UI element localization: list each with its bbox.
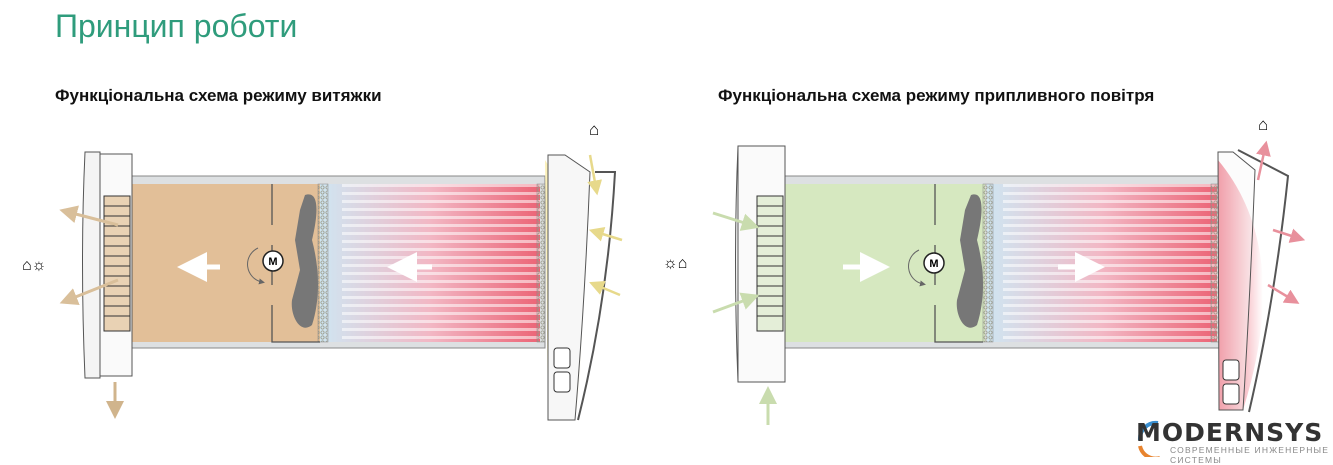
exhaust-mode-subtitle: Функціональна схема режиму витяжки xyxy=(55,86,382,105)
motor-icon xyxy=(262,250,284,272)
light-button-icon xyxy=(1222,359,1240,381)
fan-button-icon xyxy=(553,371,571,393)
modernsys-logo: MODERNSYS СОВРЕМЕННЫЕ ИНЖЕНЕРНЫЕ СИСТЕМЫ xyxy=(1136,418,1333,465)
filter xyxy=(982,183,994,343)
house-icon: ⌂ xyxy=(1258,115,1268,134)
motor-icon xyxy=(923,252,945,274)
fan-impeller-icon xyxy=(956,194,983,328)
fan-impeller-icon xyxy=(291,194,318,328)
supply-diagram: M ☼⌂ ⌂ xyxy=(663,115,1306,425)
motor-label: M xyxy=(929,258,938,270)
page-title: Принцип роботи xyxy=(55,8,298,44)
supply-air-zone xyxy=(785,184,985,342)
indoor-outdoor-icon: ⌂☼ xyxy=(22,257,46,274)
logo-ring-icon xyxy=(1137,420,1159,441)
house-icon: ⌂ xyxy=(589,120,599,139)
exhaust-air-zone xyxy=(132,184,320,342)
motor-label: M xyxy=(268,256,277,268)
outdoor-indoor-icon: ☼⌂ xyxy=(663,255,687,272)
exhaust-diagram: M ⌂☼ ⌂ xyxy=(22,120,623,421)
supply-mode-subtitle: Функціональна схема режиму припливного п… xyxy=(718,86,1155,105)
logo-name: MODERNSYS xyxy=(1136,418,1324,447)
logo-tagline: СОВРЕМЕННЫЕ ИНЖЕНЕРНЫЕ СИСТЕМЫ xyxy=(1170,445,1330,465)
fan-button-icon xyxy=(1222,383,1240,405)
light-button-icon xyxy=(553,347,571,369)
outer-hood-glow xyxy=(1218,160,1263,410)
filter xyxy=(317,183,329,343)
